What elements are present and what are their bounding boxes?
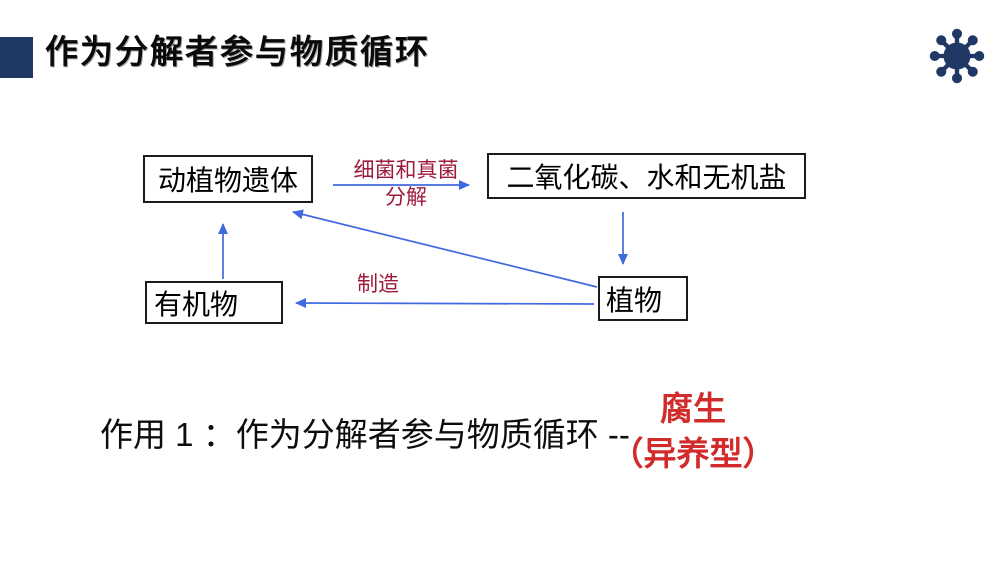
box-animal-plant-remains: 动植物遗体	[143, 155, 313, 203]
highlight-heterotroph: （异养型）	[610, 435, 776, 472]
title-accent-square	[0, 37, 33, 78]
highlight-red-text: 腐生 （异养型）	[603, 386, 783, 476]
box-co2-water-minerals: 二氧化碳、水和无机盐	[487, 153, 806, 199]
summary-text: 作用 1 ：作为分解者参与物质循环 --	[100, 416, 630, 453]
virus-icon	[929, 28, 985, 84]
label-produce: 制造	[357, 273, 399, 296]
arrow-plants-to-remains	[292, 209, 598, 288]
page-title: 作为分解者参与物质循环	[45, 33, 430, 70]
label-bacteria-fungi: 细菌和真菌	[353, 159, 459, 182]
arrow-plants-to-organic	[295, 298, 595, 309]
highlight-saprophytic: 腐生	[660, 390, 726, 427]
label-decompose: 分解	[385, 186, 427, 209]
box-organic-matter: 有机物	[145, 281, 283, 324]
box-plants: 植物	[598, 276, 688, 321]
